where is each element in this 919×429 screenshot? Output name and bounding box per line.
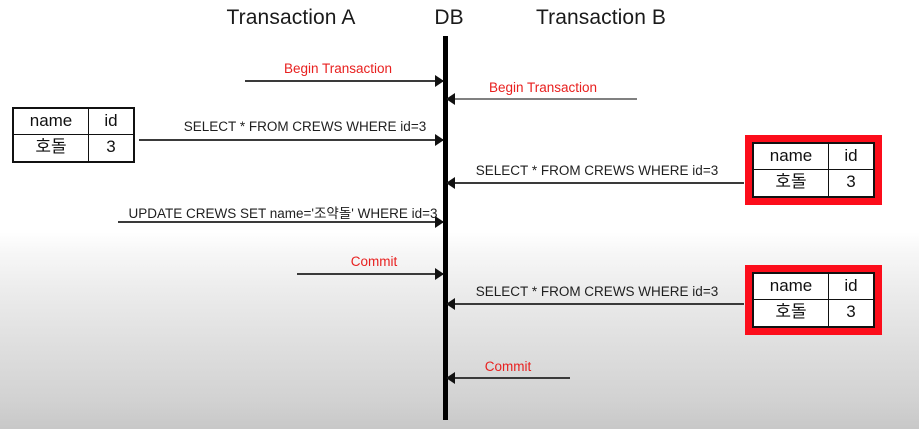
arrow-msg-begin-a xyxy=(245,75,444,87)
table-header-cell: id xyxy=(88,107,135,136)
label-msg-select-b1: SELECT * FROM CREWS WHERE id=3 xyxy=(475,163,719,178)
arrow-head-icon xyxy=(435,268,444,280)
label-msg-commit-b: Commit xyxy=(484,359,532,374)
table-header-cell: id xyxy=(828,272,875,301)
arrow-shaft xyxy=(139,139,443,141)
column-title-transaction-a: Transaction A xyxy=(226,6,356,29)
arrow-msg-select-a xyxy=(139,134,444,146)
arrow-head-icon xyxy=(435,216,444,228)
label-msg-begin-a: Begin Transaction xyxy=(283,61,393,76)
table-header-cell: name xyxy=(752,272,829,301)
column-title-transaction-b: Transaction B xyxy=(535,6,667,29)
table-header-cell: name xyxy=(752,142,829,171)
arrow-head-icon xyxy=(446,372,455,384)
arrow-head-icon xyxy=(435,75,444,87)
arrow-shaft xyxy=(447,377,570,379)
label-msg-update-a: UPDATE CREWS SET name='조약돌' WHERE id=3 xyxy=(128,206,438,221)
arrow-shaft xyxy=(447,98,637,100)
arrow-msg-select-b1 xyxy=(446,177,744,189)
arrow-shaft xyxy=(297,273,443,275)
db-lifeline xyxy=(443,36,448,420)
table-cell: 3 xyxy=(828,169,875,197)
table-cell: 호돌 xyxy=(752,299,829,327)
arrow-shaft xyxy=(245,80,443,82)
arrow-head-icon xyxy=(446,93,455,105)
label-msg-begin-b: Begin Transaction xyxy=(488,80,598,95)
arrow-shaft xyxy=(118,221,443,223)
label-msg-commit-a: Commit xyxy=(350,254,398,269)
label-msg-select-a: SELECT * FROM CREWS WHERE id=3 xyxy=(183,119,427,134)
label-msg-select-b2: SELECT * FROM CREWS WHERE id=3 xyxy=(475,284,719,299)
table-cell: 호돌 xyxy=(12,134,89,162)
arrow-shaft xyxy=(447,182,744,184)
column-title-db: DB xyxy=(434,6,464,29)
table-header-cell: name xyxy=(12,107,89,136)
arrow-msg-begin-b xyxy=(446,93,637,105)
arrow-msg-commit-b xyxy=(446,372,570,384)
table-cell: 호돌 xyxy=(752,169,829,197)
table-header-cell: id xyxy=(828,142,875,171)
arrow-head-icon xyxy=(435,134,444,146)
arrow-msg-select-b2 xyxy=(446,298,744,310)
table-cell: 3 xyxy=(88,134,135,162)
arrow-head-icon xyxy=(446,298,455,310)
arrow-shaft xyxy=(447,303,744,305)
arrow-head-icon xyxy=(446,177,455,189)
arrow-msg-update-a xyxy=(118,216,444,228)
arrow-msg-commit-a xyxy=(297,268,444,280)
table-cell: 3 xyxy=(828,299,875,327)
